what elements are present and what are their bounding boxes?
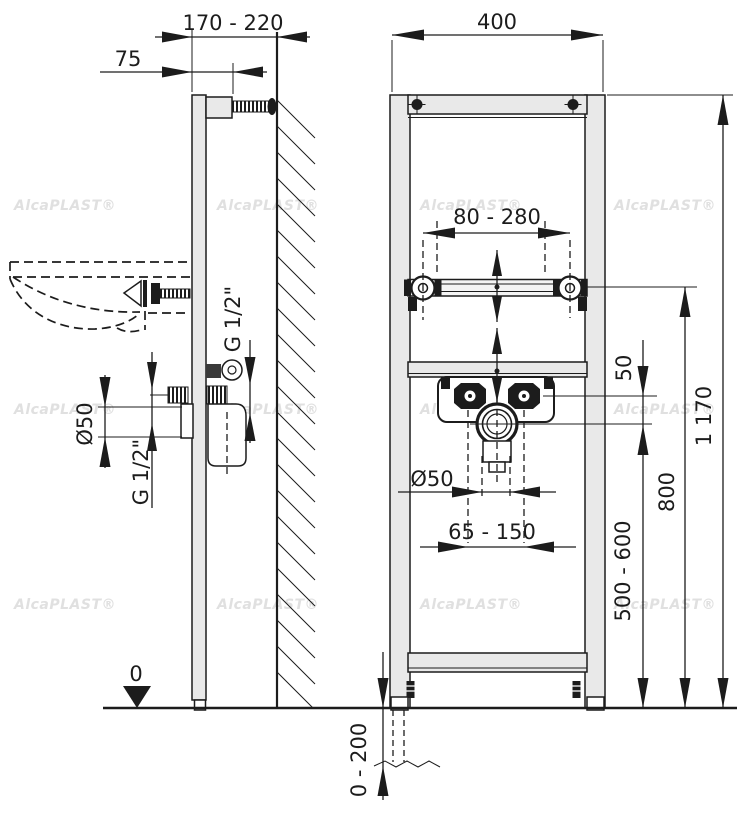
dim-thread-upper-label: G 1/2" <box>221 286 245 352</box>
dimension-labels: 170 - 220 75 400 80 - 280 G 1/2" Ø50 G 1… <box>73 10 716 797</box>
rail-slot-right <box>578 297 587 311</box>
brand-watermark: AlcaPLAST® <box>419 198 522 214</box>
brand-watermark: AlcaPLAST® <box>13 597 116 613</box>
brand-watermark: AlcaPLAST® <box>419 597 522 613</box>
supply-nipple-front <box>167 386 189 404</box>
rail-slot-left <box>408 297 417 311</box>
dim-waste-diameter-side-label: Ø50 <box>73 402 97 445</box>
dim-waste-diameter-front-label: Ø50 <box>410 467 453 491</box>
brand-watermark: AlcaPLAST® <box>216 597 319 613</box>
side-view-post <box>191 94 207 701</box>
dim-waste-height-label: 500 - 600 <box>611 520 635 621</box>
side-view <box>9 32 316 711</box>
dimension-linework <box>98 29 733 800</box>
supply-nipple-rear <box>206 385 228 405</box>
tap-nut <box>151 283 160 304</box>
front-left-rail <box>389 94 411 709</box>
top-fixing-bolts <box>408 95 582 114</box>
foot-clamp-right <box>572 681 581 698</box>
side-crossbar-stub <box>206 364 221 378</box>
dim-rail-span-label: 80 - 280 <box>453 205 541 229</box>
brand-watermark: AlcaPLAST® <box>13 198 116 214</box>
wall-anchor-rod <box>231 100 273 113</box>
front-right-rail <box>584 94 606 709</box>
brand-watermark: AlcaPLAST® <box>216 198 319 214</box>
dim-frame-width-label: 400 <box>477 10 517 34</box>
side-plumbing <box>150 359 247 474</box>
tap-cone <box>122 279 142 308</box>
rear-fitting-hole <box>227 365 237 375</box>
side-anchor-bracket <box>205 96 233 119</box>
dim-axis-gap-label: 50 <box>612 355 636 382</box>
dim-thread-lower-label: G 1/2" <box>129 439 153 505</box>
washbasin-outline-dashed <box>9 261 190 333</box>
dim-rail-height-label: 800 <box>655 472 679 512</box>
dim-anchor-depth-label: 75 <box>115 47 142 71</box>
break-line <box>373 760 441 768</box>
front-bottom-crossbar <box>407 652 588 673</box>
brand-watermark: AlcaPLAST® <box>13 402 116 418</box>
brand-watermark: AlcaPLAST® <box>613 198 716 214</box>
tap-fixing-assembly <box>122 279 191 308</box>
tap-washer <box>143 280 147 307</box>
floor-level-marker <box>123 686 151 708</box>
foot-extension-dashed <box>392 710 405 762</box>
wall-hatching <box>276 99 316 709</box>
dim-leg-adjustment-label: 0 - 200 <box>347 723 371 797</box>
brand-watermark: AlcaPLAST® <box>613 402 716 418</box>
dim-supply-span-label: 65 - 150 <box>448 520 536 544</box>
foot-clamp-left <box>406 681 415 698</box>
tap-threaded-rod <box>159 288 191 299</box>
floor-level-zero-label: 0 <box>129 662 142 686</box>
dim-frame-height-label: 1 170 <box>692 386 716 446</box>
adjustable-feet <box>373 667 605 768</box>
front-top-crossbar <box>407 94 588 115</box>
waste-flange <box>180 403 194 439</box>
brand-watermark: AlcaPLAST® <box>613 597 716 613</box>
dim-wall-offset-label: 170 - 220 <box>182 11 283 35</box>
rear-fitting-circle <box>221 359 243 381</box>
wall-anchor-plug <box>267 98 277 115</box>
side-view-foot <box>193 699 207 711</box>
